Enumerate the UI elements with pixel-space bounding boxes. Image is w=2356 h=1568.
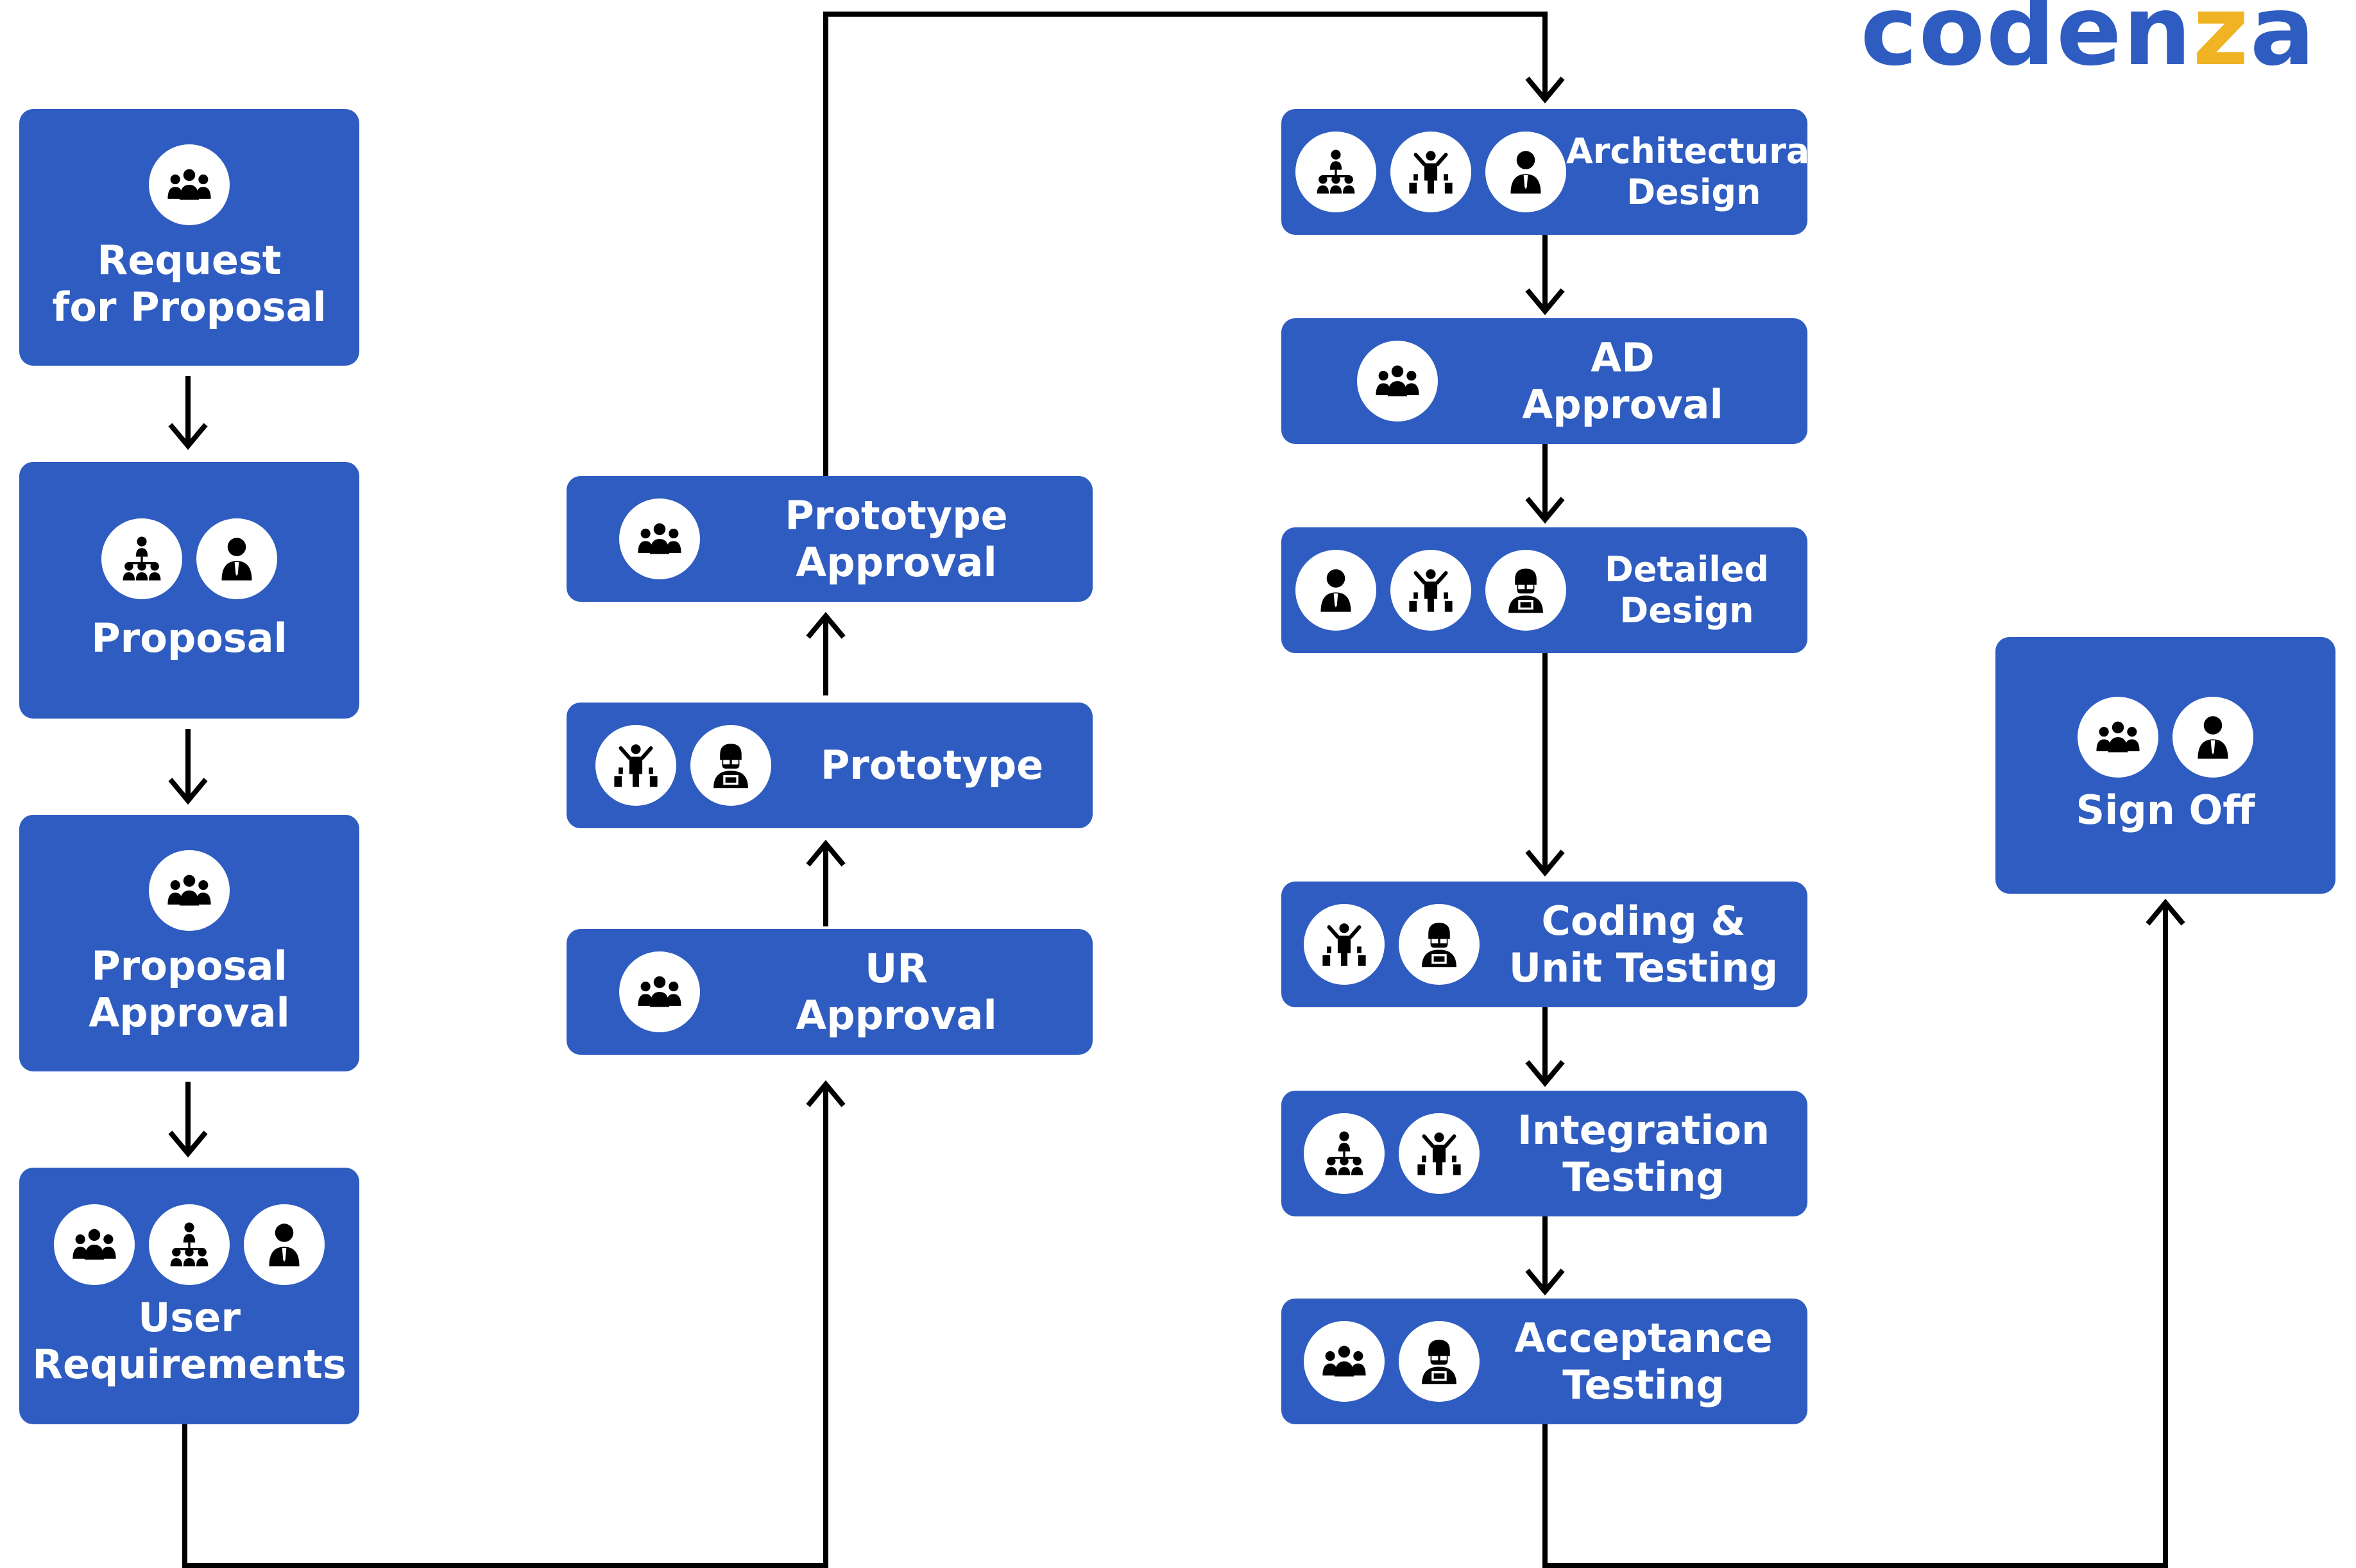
presenter-icon <box>1390 550 1471 631</box>
arrow-approval-to-ur <box>168 1082 208 1158</box>
executive-icon <box>196 518 277 600</box>
step-icons <box>1295 550 1566 631</box>
arrow-ur-approval-to-prototype <box>806 839 846 926</box>
step-icons <box>149 849 230 931</box>
step-label: Architectural Design <box>1566 131 1822 212</box>
step-label: AD Approval <box>1522 334 1723 428</box>
step-ad-approval: AD Approval <box>1281 318 1807 444</box>
step-icons <box>1304 1321 1480 1402</box>
step-label: Integration Testing <box>1517 1106 1770 1200</box>
step-proposal: Proposal <box>19 462 359 719</box>
executive-icon <box>1485 132 1566 212</box>
step-request-for-proposal: Request for Proposal <box>19 109 359 366</box>
arrow-proposal-to-approval <box>168 729 208 805</box>
step-label: Acceptance Testing <box>1514 1314 1773 1408</box>
step-prototype-approval: Prototype Approval <box>567 476 1093 602</box>
step-icons <box>1304 1113 1480 1194</box>
step-icons <box>101 518 277 600</box>
step-icons <box>595 725 771 806</box>
step-icons <box>1304 904 1480 985</box>
arrow-acceptance-to-signoff <box>1542 898 2185 1568</box>
step-label: Detailed Design <box>1605 549 1769 631</box>
arrow-integration-to-acceptance <box>1525 1214 1565 1296</box>
step-integration-testing: Integration Testing <box>1281 1091 1807 1216</box>
arrow-prototype-approval-to-arch <box>823 12 1565 479</box>
org-chart-icon <box>1304 1113 1385 1194</box>
step-label: Prototype Approval <box>785 491 1008 586</box>
developer-icon <box>1399 1321 1480 1402</box>
team-icon <box>54 1204 135 1285</box>
step-icons <box>54 1204 325 1285</box>
team-icon <box>1304 1321 1385 1402</box>
developer-icon <box>1399 904 1480 985</box>
step-prototype: Prototype <box>567 703 1093 828</box>
step-label: Proposal Approval <box>89 942 290 1036</box>
presenter-icon <box>1399 1113 1480 1194</box>
team-icon <box>619 951 700 1032</box>
step-icons <box>619 499 700 579</box>
team-icon <box>149 849 230 931</box>
developer-icon <box>1485 550 1566 631</box>
arrow-rfp-to-proposal <box>168 376 208 450</box>
developer-icon <box>690 725 771 806</box>
team-icon <box>1357 341 1438 422</box>
arrow-prototype-to-approval <box>806 611 846 695</box>
step-label: Prototype <box>820 742 1044 789</box>
step-icons <box>2078 697 2253 778</box>
team-icon <box>2078 697 2158 778</box>
arrow-coding-to-integration <box>1525 1006 1565 1087</box>
step-label: UR Approval <box>796 944 997 1039</box>
step-icons <box>619 951 700 1032</box>
step-label: Proposal <box>91 615 287 662</box>
presenter-icon <box>1390 132 1471 212</box>
executive-icon <box>244 1204 325 1285</box>
step-icons <box>149 144 230 225</box>
step-label: Sign Off <box>2076 787 2255 834</box>
step-icons <box>1295 132 1566 212</box>
step-acceptance-testing: Acceptance Testing <box>1281 1299 1807 1424</box>
step-label: Request for Proposal <box>52 236 327 330</box>
step-architectural-design: Architectural Design <box>1281 109 1822 235</box>
step-user-requirements: User Requirements <box>19 1168 359 1424</box>
step-ur-approval: UR Approval <box>567 929 1093 1055</box>
step-icons <box>1357 341 1438 422</box>
executive-icon <box>2172 697 2253 778</box>
executive-icon <box>1295 550 1376 631</box>
arrow-detailed-to-coding <box>1525 651 1565 877</box>
codenza-logo: codenza <box>1860 0 2316 87</box>
presenter-icon <box>595 725 676 806</box>
team-icon <box>619 499 700 579</box>
step-proposal-approval: Proposal Approval <box>19 815 359 1071</box>
step-label: User Requirements <box>32 1293 346 1388</box>
step-label: Coding & Unit Testing <box>1508 897 1779 991</box>
arrow-ad-to-detailed <box>1525 443 1565 524</box>
step-detailed-design: Detailed Design <box>1281 527 1807 653</box>
step-coding-unit-testing: Coding & Unit Testing <box>1281 882 1807 1007</box>
org-chart-icon <box>149 1204 230 1285</box>
team-icon <box>149 144 230 225</box>
org-chart-icon <box>101 518 182 600</box>
arrow-arch-to-ad <box>1525 234 1565 316</box>
org-chart-icon <box>1295 132 1376 212</box>
arrow-ur-to-ur-approval <box>182 1080 846 1568</box>
step-sign-off: Sign Off <box>1995 637 2335 894</box>
presenter-icon <box>1304 904 1385 985</box>
